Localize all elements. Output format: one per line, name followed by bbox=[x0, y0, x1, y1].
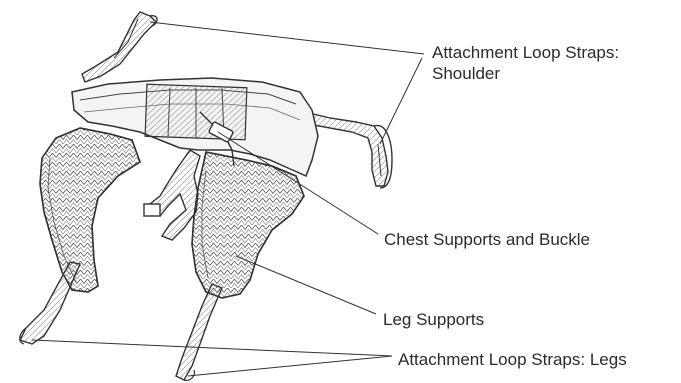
right-shoulder-strap bbox=[305, 112, 392, 188]
leader-leg-strap-left bbox=[32, 340, 392, 356]
leader-shoulder-right bbox=[380, 58, 422, 144]
leader-shoulder-left bbox=[150, 22, 424, 54]
leader-leg-strap-right bbox=[188, 356, 392, 376]
shoulder-straps-label: Attachment Loop Straps: Shoulder bbox=[432, 42, 619, 84]
left-shoulder-strap bbox=[82, 12, 157, 82]
shoulder-straps-label-line2: Shoulder bbox=[432, 63, 619, 84]
shoulder-straps-label-line1: Attachment Loop Straps: bbox=[432, 42, 619, 63]
left-leg-strap bbox=[20, 262, 80, 344]
leg-supports-label: Leg Supports bbox=[383, 309, 484, 330]
leg-straps-label: Attachment Loop Straps: Legs bbox=[398, 349, 627, 370]
chest-supports-label: Chest Supports and Buckle bbox=[384, 229, 590, 250]
right-leg-strap bbox=[176, 284, 222, 380]
leader-leg-supports bbox=[236, 256, 376, 314]
